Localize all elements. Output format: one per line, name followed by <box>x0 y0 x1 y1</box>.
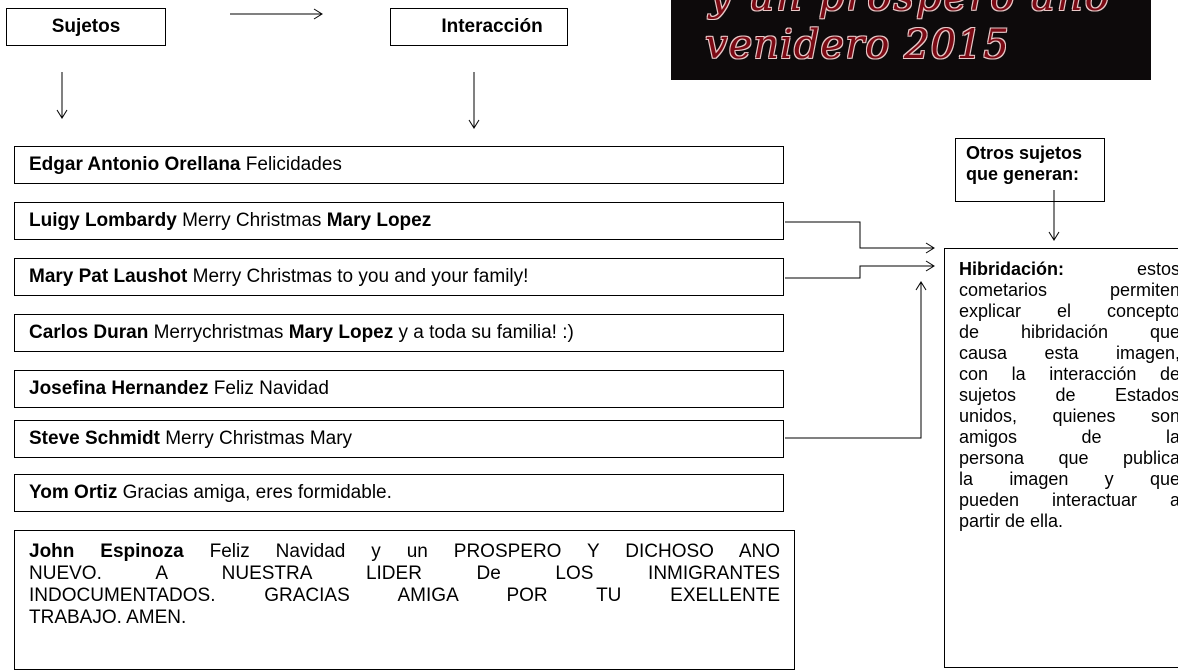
comment-mention: Mary Lopez <box>288 322 394 343</box>
comment-author: Mary Pat Laushot <box>29 266 188 287</box>
comment-row: Carlos Duran Merrychristmas Mary Lopez y… <box>14 314 784 352</box>
connector-steve <box>785 282 922 439</box>
comment-row: Yom Ortiz Gracias amiga, eres formidable… <box>14 474 784 512</box>
hibridacion-line: unidos, quienes son <box>959 406 1178 426</box>
connector-luigy <box>785 221 934 249</box>
hibridacion-line: explicar el concepto <box>959 301 1178 321</box>
greeting-banner-image: y un próspero año venidero 2015 <box>671 0 1151 80</box>
comment-author: Yom Ortiz <box>29 482 118 503</box>
comment-text: Merry Christmas Mary <box>159 428 353 449</box>
hibridacion-line: sujetos de Estados <box>959 385 1178 405</box>
interaccion-label: Interacción <box>390 8 568 46</box>
hibridacion-text-1: estos <box>1064 259 1178 279</box>
otros-sujetos-label: Otros sujetos que generan: <box>955 138 1105 202</box>
arrow-head <box>925 260 935 272</box>
comment-author: Edgar Antonio Orellana <box>29 154 241 175</box>
arrow-head <box>915 281 927 291</box>
hibridacion-box: Hibridación: estos cometarios permiten e… <box>944 248 1178 668</box>
hibridacion-line: partir de ella. <box>959 511 1064 531</box>
comment-text: Merry Christmas to you and your family! <box>187 266 529 287</box>
sujetos-text: Sujetos <box>51 16 121 37</box>
comment-text: Gracias amiga, eres formidable. <box>117 482 392 503</box>
comment-author: John Espinoza <box>29 541 184 562</box>
comment-row: Mary Pat Laushot Merry Christmas to you … <box>14 258 784 296</box>
long-comment: John Espinoza Feliz Navidad y un PROSPER… <box>14 530 795 670</box>
banner-line-2: venidero 2015 <box>705 22 1010 68</box>
long-comment-line-2: NUEVO. A NUESTRA LIDER De LOS INMIGRANTE… <box>29 563 780 584</box>
comment-author: Carlos Duran <box>29 322 149 343</box>
comment-row: Josefina Hernandez Feliz Navidad <box>14 370 784 408</box>
long-comment-text-1: Feliz Navidad y un PROSPERO Y DICHOSO AN… <box>183 541 780 562</box>
comment-text: Merry Christmas <box>176 210 327 231</box>
arrow-head <box>1048 231 1060 241</box>
hibridacion-line: causa esta imagen, <box>959 343 1178 363</box>
hibridacion-line: amigos de la <box>959 427 1178 447</box>
comment-text: Feliz Navidad <box>208 378 329 399</box>
hibridacion-line: persona que publica <box>959 448 1178 468</box>
arrow-head <box>313 8 323 20</box>
hibridacion-line: la imagen y que <box>959 469 1178 489</box>
hibridacion-line: pueden interactuar a <box>959 490 1178 510</box>
comment-row: Luigy Lombardy Merry Christmas Mary Lope… <box>14 202 784 240</box>
arrow-head <box>56 109 68 119</box>
interaccion-text: Interacción <box>441 16 543 37</box>
comment-text: Merrychristmas <box>148 322 289 343</box>
long-comment-line-1: John Espinoza Feliz Navidad y un PROSPER… <box>29 541 780 563</box>
long-comment-line-4: TRABAJO. AMEN. <box>29 607 187 628</box>
comment-row: Edgar Antonio Orellana Felicidades <box>14 146 784 184</box>
otros-sujetos-text: Otros sujetos que generan: <box>966 143 1083 184</box>
arrow-head <box>468 119 480 129</box>
banner-line-1: y un próspero año <box>709 0 1111 20</box>
hibridacion-line: cometarios permiten <box>959 280 1178 300</box>
hibridacion-line: de hibridación que <box>959 322 1178 342</box>
comment-mention: Mary Lopez <box>326 210 432 231</box>
comment-author: Steve Schmidt <box>29 428 160 449</box>
hibridacion-line: con la interacción de <box>959 364 1178 384</box>
hibridacion-line-1: Hibridación: estos <box>959 259 1178 280</box>
connector-arrows <box>56 8 1060 439</box>
arrow-head <box>925 242 935 254</box>
comment-author: Josefina Hernandez <box>29 378 209 399</box>
comment-row: Steve Schmidt Merry Christmas Mary <box>14 420 784 458</box>
sujetos-label: Sujetos <box>6 8 166 46</box>
comment-author: Luigy Lombardy <box>29 210 177 231</box>
connector-mary-pat <box>785 265 934 279</box>
hibridacion-title: Hibridación: <box>959 259 1065 279</box>
comment-tail: y a toda su familia! :) <box>393 322 574 343</box>
comment-text: Felicidades <box>240 154 342 175</box>
long-comment-line-3: INDOCUMENTADOS. GRACIAS AMIGA POR TU EXE… <box>29 585 780 606</box>
